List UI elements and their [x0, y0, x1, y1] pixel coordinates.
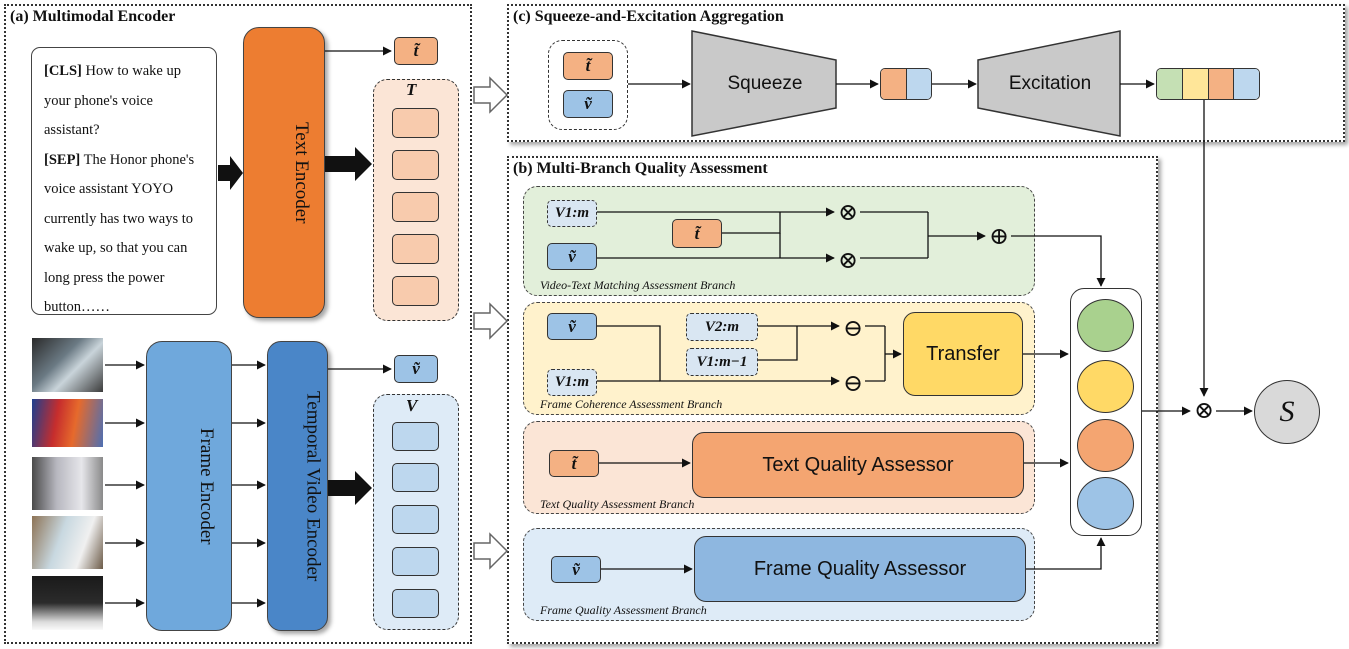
weight-cell — [1157, 69, 1183, 99]
attention-weight-vector — [1156, 68, 1260, 100]
text-quality-score-node — [1077, 419, 1134, 472]
frame-quality-score-node — [1077, 477, 1134, 530]
frame-quality-assessor-label: Frame Quality Assessor — [753, 557, 967, 580]
V-1m-label: V1:m — [554, 374, 590, 390]
query-text-box: [CLS] How to wake up your phone's voice … — [31, 47, 217, 315]
transfer-label: Transfer — [926, 342, 1000, 365]
t-tilde-token: t̃ — [549, 450, 599, 477]
cls-token-label: [CLS] — [44, 63, 82, 79]
t-tilde-token: t̃ — [672, 219, 722, 248]
squeeze-label: Squeeze — [727, 73, 803, 94]
final-score-node: S — [1254, 380, 1320, 444]
text-quality-branch-label: Text Quality Assessment Branch — [540, 497, 695, 511]
weight-cell — [1182, 69, 1209, 99]
T-cell — [392, 234, 439, 264]
V-2m-token: V2:m — [686, 313, 758, 341]
text-quality-assessor-module: Text Quality Assessor — [692, 432, 1024, 498]
cls-query-text: How to wake up your phone's voice assist… — [44, 63, 181, 138]
concat-cell-t — [881, 69, 907, 99]
temporal-video-encoder-block: Temporal Video Encoder — [267, 341, 328, 631]
se-t-tilde-token: t̃ — [563, 52, 613, 80]
se-v-tilde-token: ṽ — [563, 90, 613, 118]
T-cell — [392, 150, 439, 180]
V-1m-minus-1-token: V1:m−1 — [686, 348, 758, 376]
text-encoder-label: Text Encoder — [291, 121, 312, 224]
video-frame-thumbnail — [32, 399, 103, 447]
T-label: T — [406, 80, 417, 99]
final-score-label: S — [1279, 395, 1295, 428]
V-cell — [392, 422, 439, 451]
matching-score-node — [1077, 299, 1134, 352]
panel-c-title: (c) Squeeze-and-Excitation Aggregation — [513, 8, 784, 25]
multiply-operator: ⊗ — [837, 248, 859, 274]
V-1m-label: V1:m — [554, 205, 590, 221]
V-1m-token: V1:m — [547, 369, 597, 396]
frame-encoder-block: Frame Encoder — [146, 341, 232, 631]
frame-quality-branch-label: Frame Quality Assessment Branch — [540, 603, 707, 617]
concat-cell-v — [906, 69, 931, 99]
temporal-video-encoder-label: Temporal Video Encoder — [302, 390, 324, 582]
V-cell — [392, 547, 439, 576]
transfer-module: Transfer — [903, 312, 1023, 396]
hollow-arrow — [473, 532, 509, 570]
frame-quality-assessor-module: Frame Quality Assessor — [694, 536, 1026, 602]
T-cell — [392, 276, 439, 306]
t-tilde-token: t̃ — [394, 37, 438, 65]
sep-token-label: [SEP] — [44, 151, 81, 168]
hollow-arrow — [473, 76, 509, 114]
video-frame-thumbnail — [32, 457, 103, 510]
hollow-arrow — [473, 302, 509, 340]
video-frame-thumbnail — [32, 516, 103, 569]
weight-cell — [1208, 69, 1235, 99]
frame-coherence-branch-label: Frame Coherence Assessment Branch — [540, 397, 723, 411]
V-cell — [392, 505, 439, 534]
coherence-score-node — [1077, 360, 1134, 413]
final-multiply-operator: ⊗ — [1193, 398, 1215, 424]
video-frame-thumbnail — [32, 338, 103, 392]
V-label: V — [406, 396, 418, 415]
sep-answer-text: The Honor phone's voice assistant YOYO c… — [44, 151, 195, 316]
text-encoder-block: Text Encoder — [243, 27, 325, 318]
text-quality-assessor-label: Text Quality Assessor — [762, 453, 954, 476]
panel-a-title: (a) Multimodal Encoder — [10, 8, 176, 25]
excitation-label: Excitation — [1008, 73, 1092, 94]
T-cell — [392, 108, 439, 138]
V-1m-token: V1:m — [547, 200, 597, 227]
add-operator: ⊕ — [988, 224, 1010, 250]
subtract-operator: ⊖ — [842, 371, 864, 397]
weight-cell — [1234, 69, 1259, 99]
v-tilde-token: ṽ — [547, 243, 597, 270]
T-cell — [392, 192, 439, 222]
V-1m-minus-1-label: V1:m−1 — [696, 353, 748, 370]
concat-vector — [880, 68, 932, 100]
v-tilde-token: ṽ — [551, 556, 601, 583]
V-2m-label: V2:m — [704, 318, 740, 335]
subtract-operator: ⊖ — [842, 316, 864, 342]
video-frame-thumbnail — [32, 576, 103, 630]
V-cell — [392, 463, 439, 492]
v-tilde-token: ṽ — [394, 355, 438, 383]
panel-b-title: (b) Multi-Branch Quality Assessment — [513, 160, 768, 177]
video-text-matching-branch — [523, 186, 1035, 296]
frame-encoder-label: Frame Encoder — [196, 427, 217, 545]
se-input-group — [548, 40, 628, 130]
v-tilde-token: ṽ — [547, 313, 597, 340]
V-cell — [392, 589, 439, 618]
video-text-matching-branch-label: Video-Text Matching Assessment Branch — [540, 278, 736, 292]
multiply-operator: ⊗ — [837, 200, 859, 226]
